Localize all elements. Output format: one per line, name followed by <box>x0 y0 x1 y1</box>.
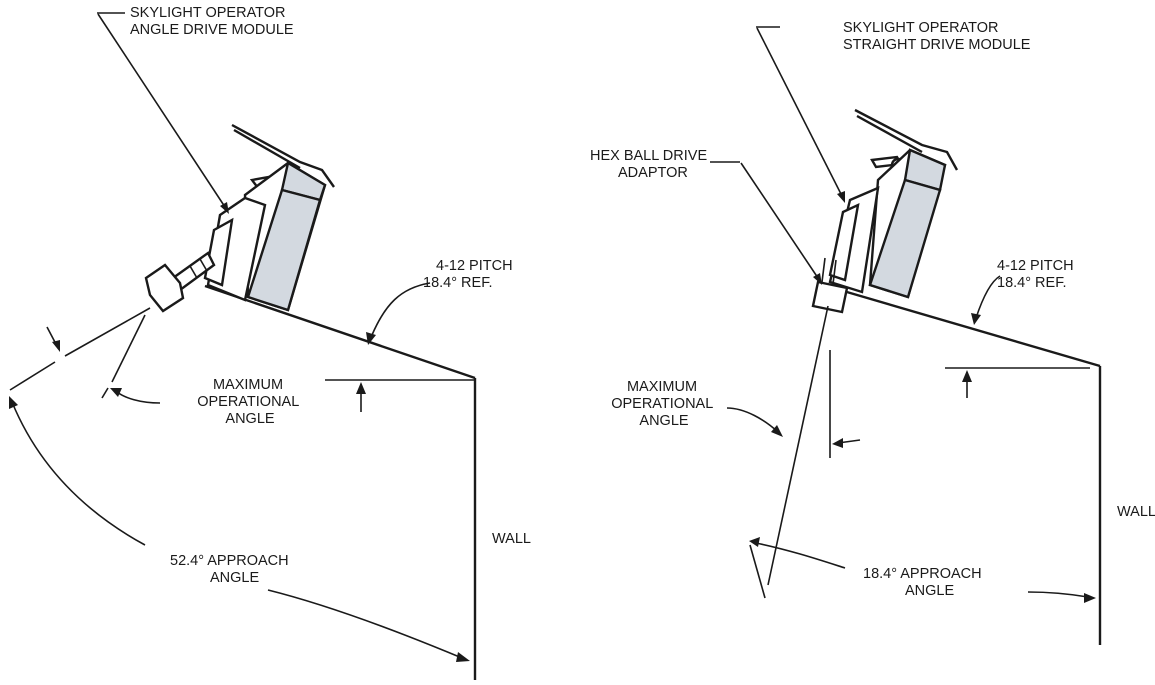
left-approach-arc <box>11 401 146 546</box>
right-pitch-label: 4-12 PITCH 18.4° REF. <box>997 258 1078 291</box>
left-max-angle-extension <box>111 314 146 383</box>
left-reference-arrowhead <box>356 382 366 394</box>
right-module-label: SKYLIGHT OPERATOR STRAIGHT DRIVE MODULE <box>843 20 1031 53</box>
right-pole-centerline-a <box>767 305 829 586</box>
left-roof-line <box>204 284 476 380</box>
left-pitch-label: 4-12 PITCH 18.4° REF. <box>423 258 517 291</box>
right-approach-leader <box>1027 591 1089 598</box>
right-pole-centerline-b <box>749 544 766 599</box>
left-approach-leader <box>267 589 463 659</box>
right-assembly: SKYLIGHT OPERATOR STRAIGHT DRIVE MODULE … <box>590 20 1155 645</box>
left-module-leader <box>97 13 226 208</box>
right-max-angle-leader <box>726 407 779 433</box>
left-rain-shield <box>231 123 335 188</box>
right-approach-label: 18.4° APPROACH ANGLE <box>863 566 986 599</box>
right-module-leader <box>756 27 843 197</box>
right-wall-label: WALL <box>1117 504 1155 520</box>
left-module-label: SKYLIGHT OPERATOR ANGLE DRIVE MODULE <box>130 5 294 38</box>
right-rain-shield <box>854 108 959 171</box>
right-roof-line <box>839 288 1101 368</box>
left-pitch-leader <box>371 282 431 336</box>
right-max-angle-label: MAXIMUM OPERATIONAL ANGLE <box>611 379 717 429</box>
left-hex-ball <box>144 263 185 313</box>
right-adaptor-leader <box>740 162 819 279</box>
right-straight-drive-module <box>811 108 959 314</box>
left-pole-centerline-b <box>9 361 56 391</box>
left-max-angle-leader <box>116 391 161 404</box>
left-pole-centerline-a <box>64 307 151 357</box>
left-wall-label: WALL <box>492 531 531 547</box>
right-adaptor-label: HEX BALL DRIVE ADAPTOR <box>590 148 711 181</box>
left-max-angle-label: MAXIMUM OPERATIONAL ANGLE <box>197 377 303 427</box>
left-angle-drive-module <box>144 123 335 313</box>
right-hex-adaptor <box>811 280 849 314</box>
left-approach-label: 52.4° APPROACH ANGLE <box>170 553 293 586</box>
right-pitch-leader <box>975 275 1001 319</box>
right-approach-arc <box>755 542 846 569</box>
left-assembly: SKYLIGHT OPERATOR ANGLE DRIVE MODULE 4-1… <box>9 5 531 680</box>
